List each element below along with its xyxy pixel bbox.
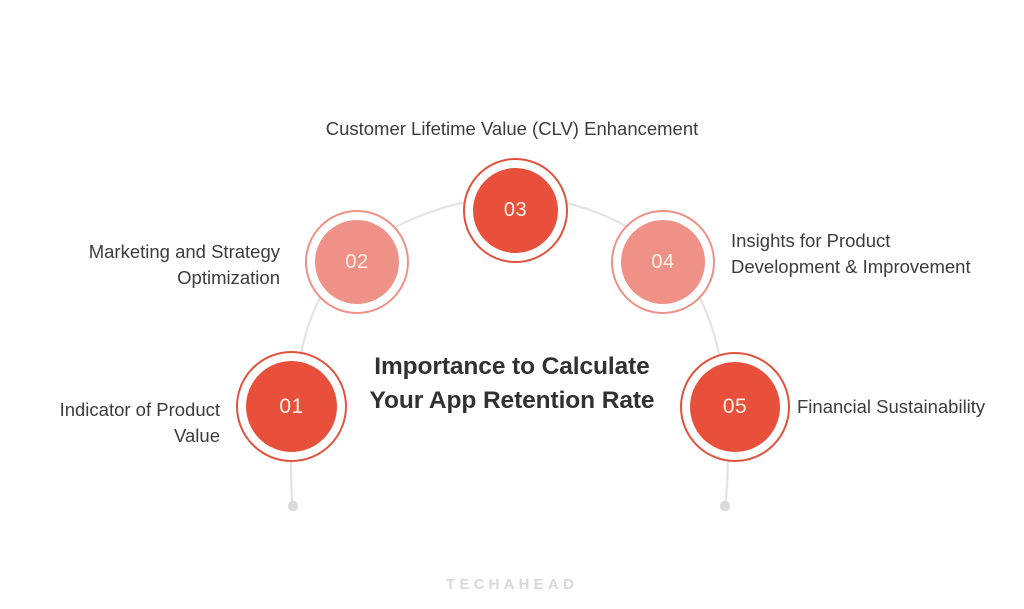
node-number-01: 01 bbox=[279, 394, 304, 418]
center-title: Importance to Calculate Your App Retenti… bbox=[369, 353, 655, 414]
node-disc-04: 04 bbox=[621, 220, 705, 304]
node-circle-01[interactable]: 01 bbox=[236, 351, 347, 462]
node-outer-ring-04 bbox=[611, 210, 715, 314]
node-label-01: Indicator of Product Value bbox=[59, 399, 220, 447]
node-circle-03[interactable]: 03 bbox=[463, 158, 568, 263]
node-circle-02[interactable]: 02 bbox=[305, 210, 409, 314]
footer-logo-watermark: TECHAHEAD bbox=[446, 576, 578, 593]
node-outer-ring-02 bbox=[305, 210, 409, 314]
arc-end-dot-left bbox=[287, 500, 299, 512]
node-number-05: 05 bbox=[722, 395, 748, 418]
node-disc-03: 03 bbox=[473, 168, 558, 253]
node-label-04: Insights for Product Development & Impro… bbox=[731, 230, 971, 278]
node-circle-05[interactable]: 05 bbox=[680, 352, 790, 462]
node-number-04: 04 bbox=[651, 250, 675, 273]
node-outer-ring-01 bbox=[236, 351, 347, 462]
node-disc-01: 01 bbox=[246, 361, 337, 452]
node-label-05: Financial Sustainability bbox=[797, 396, 986, 417]
node-label-03: Customer Lifetime Value (CLV) Enhancemen… bbox=[325, 118, 699, 139]
node-disc-05: 05 bbox=[690, 362, 780, 452]
node-number-02: 02 bbox=[345, 250, 369, 273]
node-number-03: 03 bbox=[503, 199, 528, 221]
node-outer-ring-03 bbox=[463, 158, 568, 263]
node-outer-ring-05 bbox=[680, 352, 790, 462]
node-circle-04[interactable]: 04 bbox=[611, 210, 715, 314]
arc-end-dot-right bbox=[719, 500, 731, 512]
node-label-02: Marketing and Strategy Optimization bbox=[88, 241, 280, 289]
node-disc-02: 02 bbox=[315, 220, 399, 304]
